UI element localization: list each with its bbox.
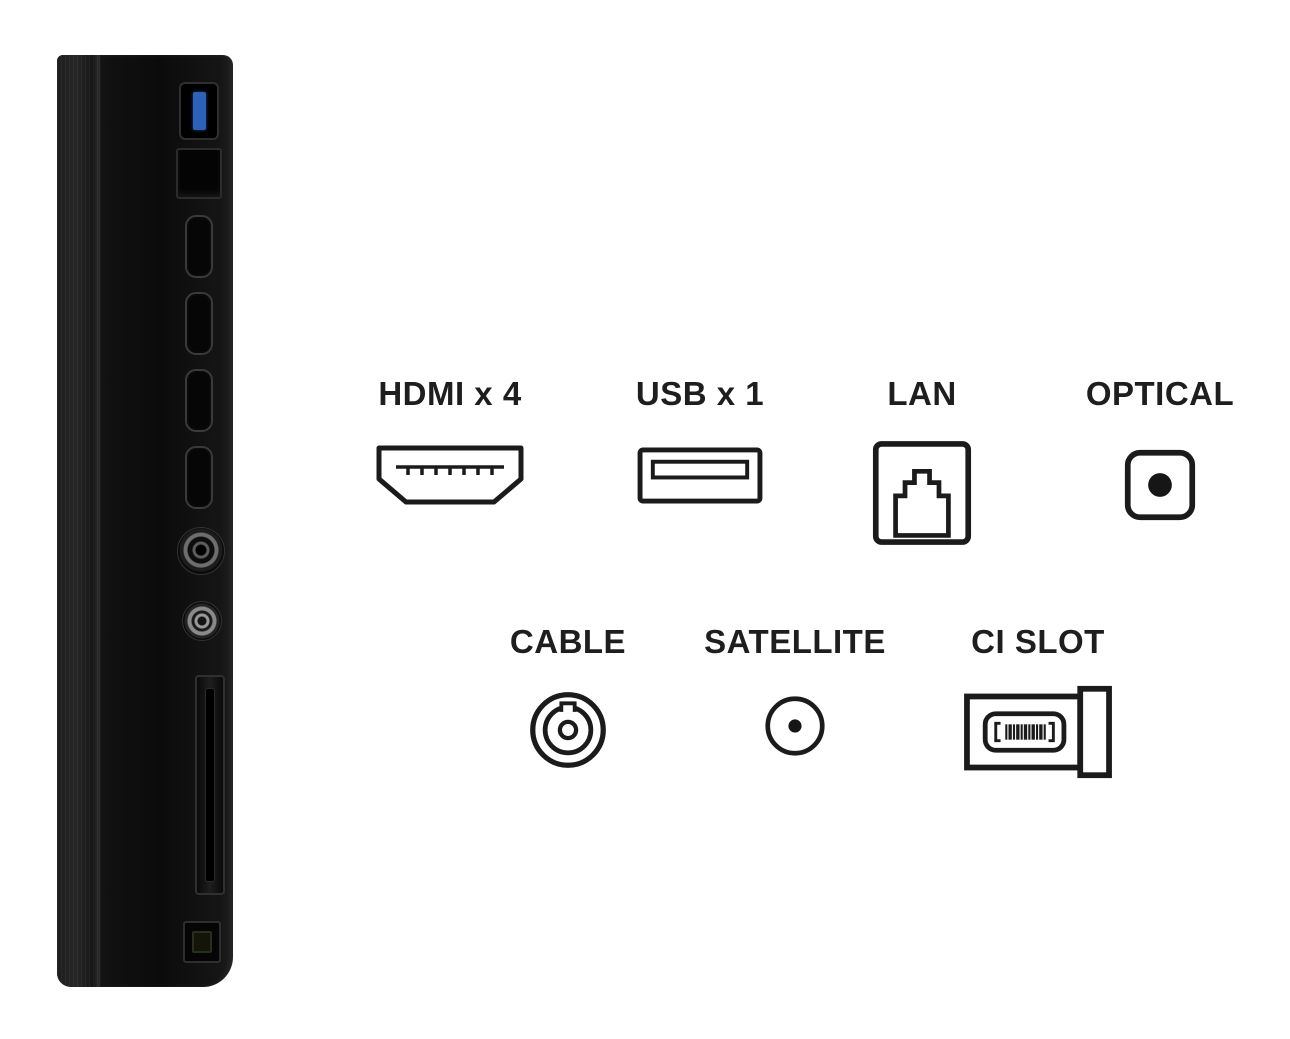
lan-label: LAN xyxy=(887,375,957,412)
ci-slot-icon xyxy=(964,685,1112,779)
hdmi-port-1 xyxy=(185,215,213,278)
hdmi-label: HDMI x 4 xyxy=(378,375,522,412)
satellite-coax-port xyxy=(182,601,222,641)
hdmi-legend-group: HDMI x 4 xyxy=(330,374,570,506)
usb-port xyxy=(179,82,219,140)
usb-blue-tongue xyxy=(192,92,206,130)
optical-label: OPTICAL xyxy=(1085,375,1235,412)
hdmi-port-icon xyxy=(376,445,524,505)
usb-label: USB x 1 xyxy=(635,375,765,412)
ci-card-slot xyxy=(195,675,225,895)
optical-audio-port xyxy=(183,921,221,963)
lan-port xyxy=(176,148,222,199)
satellite-port-icon xyxy=(765,696,825,756)
hdmi-port-4 xyxy=(185,446,213,509)
hdmi-port-2 xyxy=(185,292,213,355)
tv-side-panel-photo xyxy=(57,55,233,987)
ci-slot-opening xyxy=(205,688,215,882)
usb-legend-group: USB x 1 xyxy=(580,374,820,504)
cable-legend-group: CABLE xyxy=(448,622,688,770)
ci-slot-label: CI SLOT xyxy=(971,623,1105,660)
cable-port-icon xyxy=(530,692,606,768)
ci-slot-legend-group: CI SLOT xyxy=(918,622,1158,780)
optical-port-icon xyxy=(1124,449,1196,521)
satellite-legend-group: SATELLITE xyxy=(675,622,915,757)
tv-bezel-edge xyxy=(57,55,101,987)
satellite-label: SATELLITE xyxy=(704,623,886,660)
lan-legend-group: LAN xyxy=(802,374,1042,546)
cable-label: CABLE xyxy=(509,623,627,660)
optical-port-window xyxy=(192,931,212,953)
cable-coax-port xyxy=(177,527,225,575)
lan-port-icon xyxy=(872,441,972,545)
optical-legend-group: OPTICAL xyxy=(1040,374,1280,522)
usb-port-icon xyxy=(637,447,763,504)
hdmi-port-3 xyxy=(185,369,213,432)
